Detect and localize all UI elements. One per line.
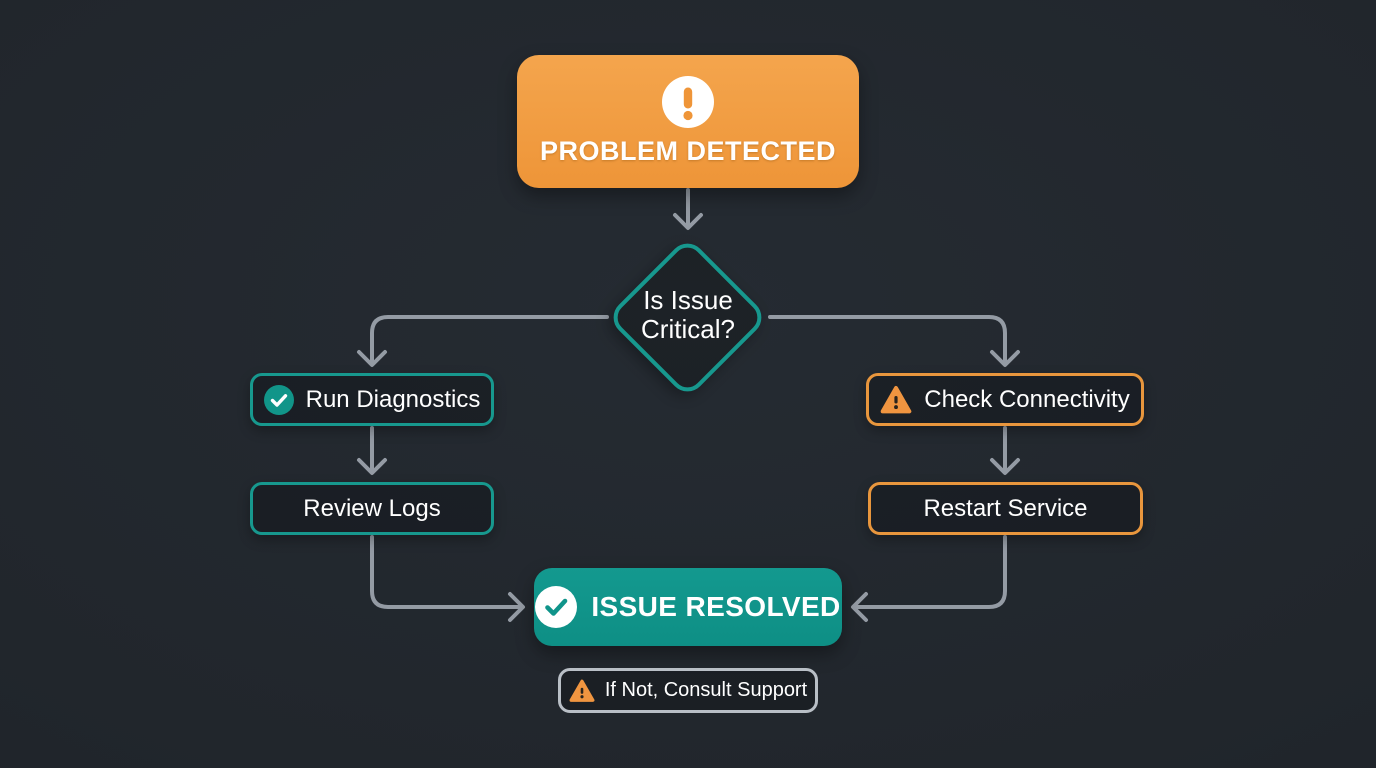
- arrowhead-left-icon: [851, 592, 868, 622]
- connector-decision-check: [768, 315, 1007, 365]
- node-label: Check Connectivity: [924, 385, 1130, 413]
- node-label: Run Diagnostics: [305, 385, 481, 413]
- arrowhead-down-icon: [357, 458, 387, 475]
- node-run-diagnostics: Run Diagnostics: [250, 373, 494, 426]
- warning-triangle-icon: [880, 385, 912, 415]
- node-label: ISSUE RESOLVED: [591, 591, 841, 622]
- node-consult-support: If Not, Consult Support: [558, 668, 818, 713]
- node-label: Review Logs: [303, 494, 441, 522]
- arrowhead-down-icon: [673, 213, 703, 230]
- node-issue-resolved: ISSUE RESOLVED: [534, 568, 842, 646]
- node-label: If Not, Consult Support: [604, 679, 808, 701]
- check-circle-icon: [535, 586, 578, 628]
- connector-review-resolved: [370, 535, 523, 609]
- arrowhead-down-icon: [357, 350, 387, 367]
- warning-triangle-icon: [569, 679, 595, 703]
- arrowhead-down-icon: [990, 350, 1020, 367]
- node-problem-detected: PROBLEM DETECTED: [517, 55, 859, 188]
- decision-label: Is Issue Critical?: [641, 285, 735, 345]
- arrowhead-down-icon: [990, 458, 1020, 475]
- check-circle-icon: [263, 384, 294, 415]
- connector-decision-run: [370, 315, 609, 365]
- node-label: PROBLEM DETECTED: [539, 136, 836, 166]
- exclamation-circle-icon: [662, 76, 714, 128]
- node-restart-service: Restart Service: [868, 482, 1143, 535]
- node-label: Restart Service: [923, 494, 1088, 522]
- arrowhead-right-icon: [508, 592, 525, 622]
- node-check-connectivity: Check Connectivity: [866, 373, 1144, 426]
- node-review-logs: Review Logs: [250, 482, 494, 535]
- connector-restart-resolved: [853, 535, 1007, 609]
